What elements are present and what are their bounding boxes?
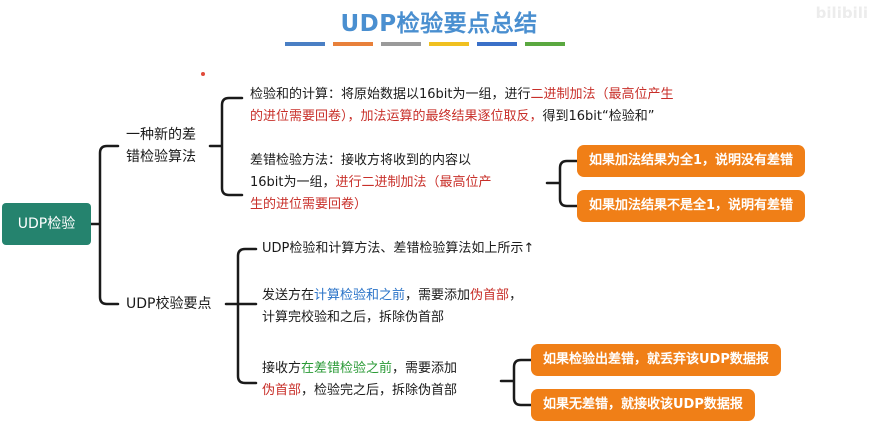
root-node: UDP检验	[2, 203, 91, 245]
connector-root	[89, 144, 120, 306]
branch-udp-label: UDP校验要点	[126, 296, 212, 312]
check-line3: 生的进位需要回卷）	[250, 197, 368, 212]
udp-item-sender: 发送方在计算检验和之前，需要添加伪首部， 计算完校验和之后，拆除伪首部	[262, 285, 602, 329]
outcome-not-all-ones: 如果加法结果不是全1，说明有差错	[577, 190, 806, 222]
annotation-dot	[201, 72, 205, 76]
connector-branch2-outcomes	[499, 358, 533, 407]
receiver-c: ，需要添加	[392, 361, 458, 376]
udp-item-receiver: 接收方在差错检验之前，需要添加 伪首部，检验完之后，拆除伪首部	[262, 358, 502, 402]
connector-branch2	[224, 247, 258, 385]
outcome-all-ones: 如果加法结果为全1，说明没有差错	[577, 145, 806, 177]
receiver-d: 伪首部	[262, 383, 302, 398]
error-check-text: 差错检验方法：接收方将收到的内容以 16bit为一组，进行二进制加法（最高位产 …	[250, 150, 550, 216]
calc-line1-b: 二进制加法（最高位产生	[530, 87, 674, 102]
branch-algorithm-label: 一种新的差 错检验算法	[126, 124, 196, 168]
calc-line2-a: 的进位需要回卷），加法运算的最终结果逐位取反，	[250, 109, 543, 124]
receiver-a: 接收方	[262, 361, 302, 376]
page-title: UDP检验要点总结	[340, 11, 538, 37]
calc-line2-b: 得到16bit“检验和”	[542, 109, 655, 124]
sender-b: 计算检验和之前	[314, 288, 406, 303]
title-bar-5	[477, 42, 517, 46]
check-line2-b: 进行二进制加法（最高位产	[335, 175, 492, 190]
connector-branch1-outcomes	[545, 159, 579, 208]
check-line1: 差错检验方法：接收方将收到的内容以	[250, 153, 472, 168]
check-line2-a: 16bit为一组，	[250, 175, 336, 190]
branch-algorithm-line1: 一种新的差	[126, 127, 196, 143]
receiver-e: ，检验完之后，拆除伪首部	[301, 383, 458, 398]
udp-item-calc-ref: UDP检验和计算方法、差错检验算法如上所示↑	[262, 241, 535, 256]
outcome-accept: 如果无差错，就接收该UDP数据报	[531, 389, 755, 421]
connector-branch1	[208, 96, 244, 197]
title-bar-2	[333, 42, 373, 46]
sender-e: ，	[509, 288, 523, 303]
title-bar-1	[285, 42, 325, 46]
sender-a: 发送方在	[262, 288, 315, 303]
sender-line2: 计算完校验和之后，拆除伪首部	[262, 310, 445, 325]
sender-c: ，需要添加	[405, 288, 471, 303]
calc-line1-a: 检验和的计算：将原始数据以16bit为一组，进行	[250, 87, 531, 102]
title-bar-3	[381, 42, 421, 46]
checksum-calc-text: 检验和的计算：将原始数据以16bit为一组，进行二进制加法（最高位产生 的进位需…	[250, 84, 770, 128]
watermark-logo: bilibili	[815, 4, 868, 22]
sender-d: 伪首部	[470, 288, 510, 303]
receiver-b: 在差错检验之前	[301, 361, 393, 376]
branch-algorithm-line2: 错检验算法	[126, 149, 196, 165]
title-bar-6	[525, 42, 565, 46]
title-bar-4	[429, 42, 469, 46]
outcome-discard: 如果检验出差错，就丢弃该UDP数据报	[531, 344, 781, 376]
